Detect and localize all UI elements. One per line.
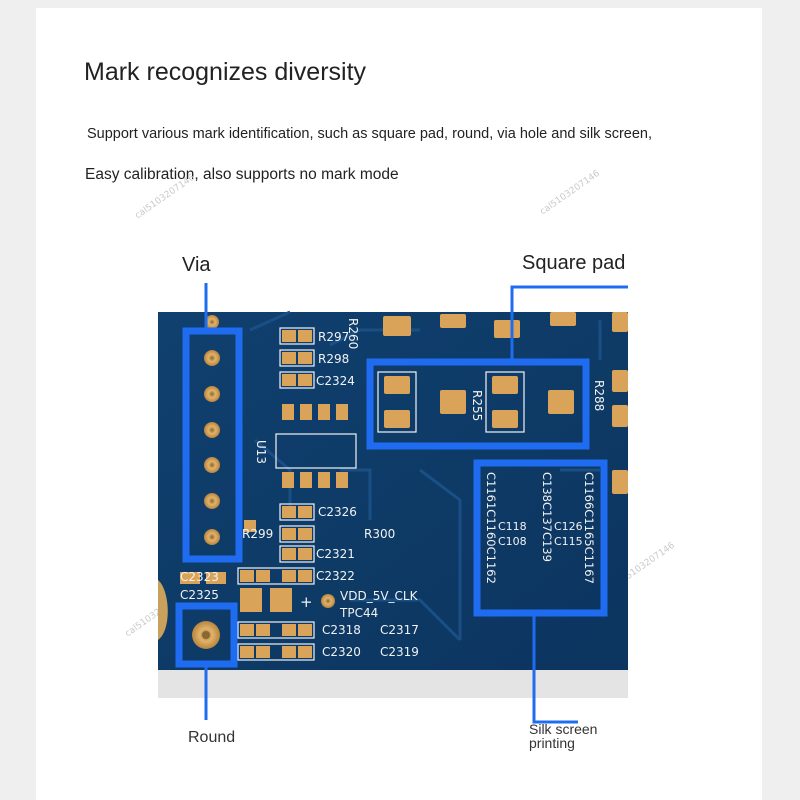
label-c2321: C2321	[316, 547, 355, 561]
silk-col-5: C126	[554, 520, 583, 533]
label-r260: R260	[346, 318, 360, 350]
test-point	[321, 594, 335, 608]
label-c2320: C2320	[322, 645, 361, 659]
description-line-1: Support various mark identification, suc…	[87, 126, 653, 142]
silk-screen-label-line2: printing	[529, 735, 575, 751]
edge-pad	[158, 580, 168, 640]
label-c2319: C2319	[380, 645, 419, 659]
square-pads	[384, 376, 574, 428]
silk-highlight	[473, 459, 608, 617]
silk-col-6: C115	[554, 535, 583, 548]
label-r298: R298	[318, 352, 350, 366]
silk-outlines	[237, 327, 357, 661]
label-r255: R255	[470, 390, 484, 422]
label-c2323: C2323	[180, 570, 219, 584]
callout-lines	[204, 283, 628, 724]
silk-col-1: C1161C1160C1162	[484, 472, 498, 584]
label-c2317: C2317	[380, 623, 419, 637]
label-u13: U13	[254, 440, 268, 465]
round-label: Round	[188, 729, 236, 746]
label-r288: R288	[592, 380, 606, 412]
small-pads	[180, 330, 348, 658]
label-c2325: C2325	[180, 588, 219, 602]
via-label: Via	[182, 254, 211, 276]
label-r300: R300	[364, 527, 396, 541]
traces	[249, 310, 602, 642]
square-pad-highlight	[366, 358, 590, 450]
label-r297: R297	[318, 330, 350, 344]
via-highlight	[182, 327, 243, 563]
square-pad-outlines	[377, 371, 525, 433]
silk-col-2: C118	[498, 520, 527, 533]
silk-col-7: C1166C1165C1167	[582, 472, 596, 584]
label-r299: R299	[242, 527, 274, 541]
label-tpc44: TPC44	[340, 606, 379, 620]
top-pads	[383, 312, 628, 494]
silk-col-3: C108	[498, 535, 527, 548]
label-c2318: C2318	[322, 623, 361, 637]
highlight-boxes	[175, 327, 608, 668]
silk-col-4: C138C137C139	[540, 472, 554, 562]
label-vdd: VDD_5V_CLK	[340, 589, 418, 603]
label-c2326: C2326	[318, 505, 357, 519]
via-holes	[204, 315, 220, 545]
plus-marker: +	[300, 593, 313, 611]
square-pad-label: Square pad	[522, 252, 626, 274]
silk-screen-label-line1: Silk screen	[529, 721, 598, 737]
label-c2324: C2324	[316, 374, 355, 388]
description-line-2: Easy calibration, also supports no mark …	[85, 166, 399, 183]
silk-screen-label: Silk screen printing	[529, 722, 597, 750]
round-fiducial-center	[202, 631, 210, 639]
page-title: Mark recognizes diversity	[84, 58, 367, 86]
label-c2322: C2322	[316, 569, 355, 583]
